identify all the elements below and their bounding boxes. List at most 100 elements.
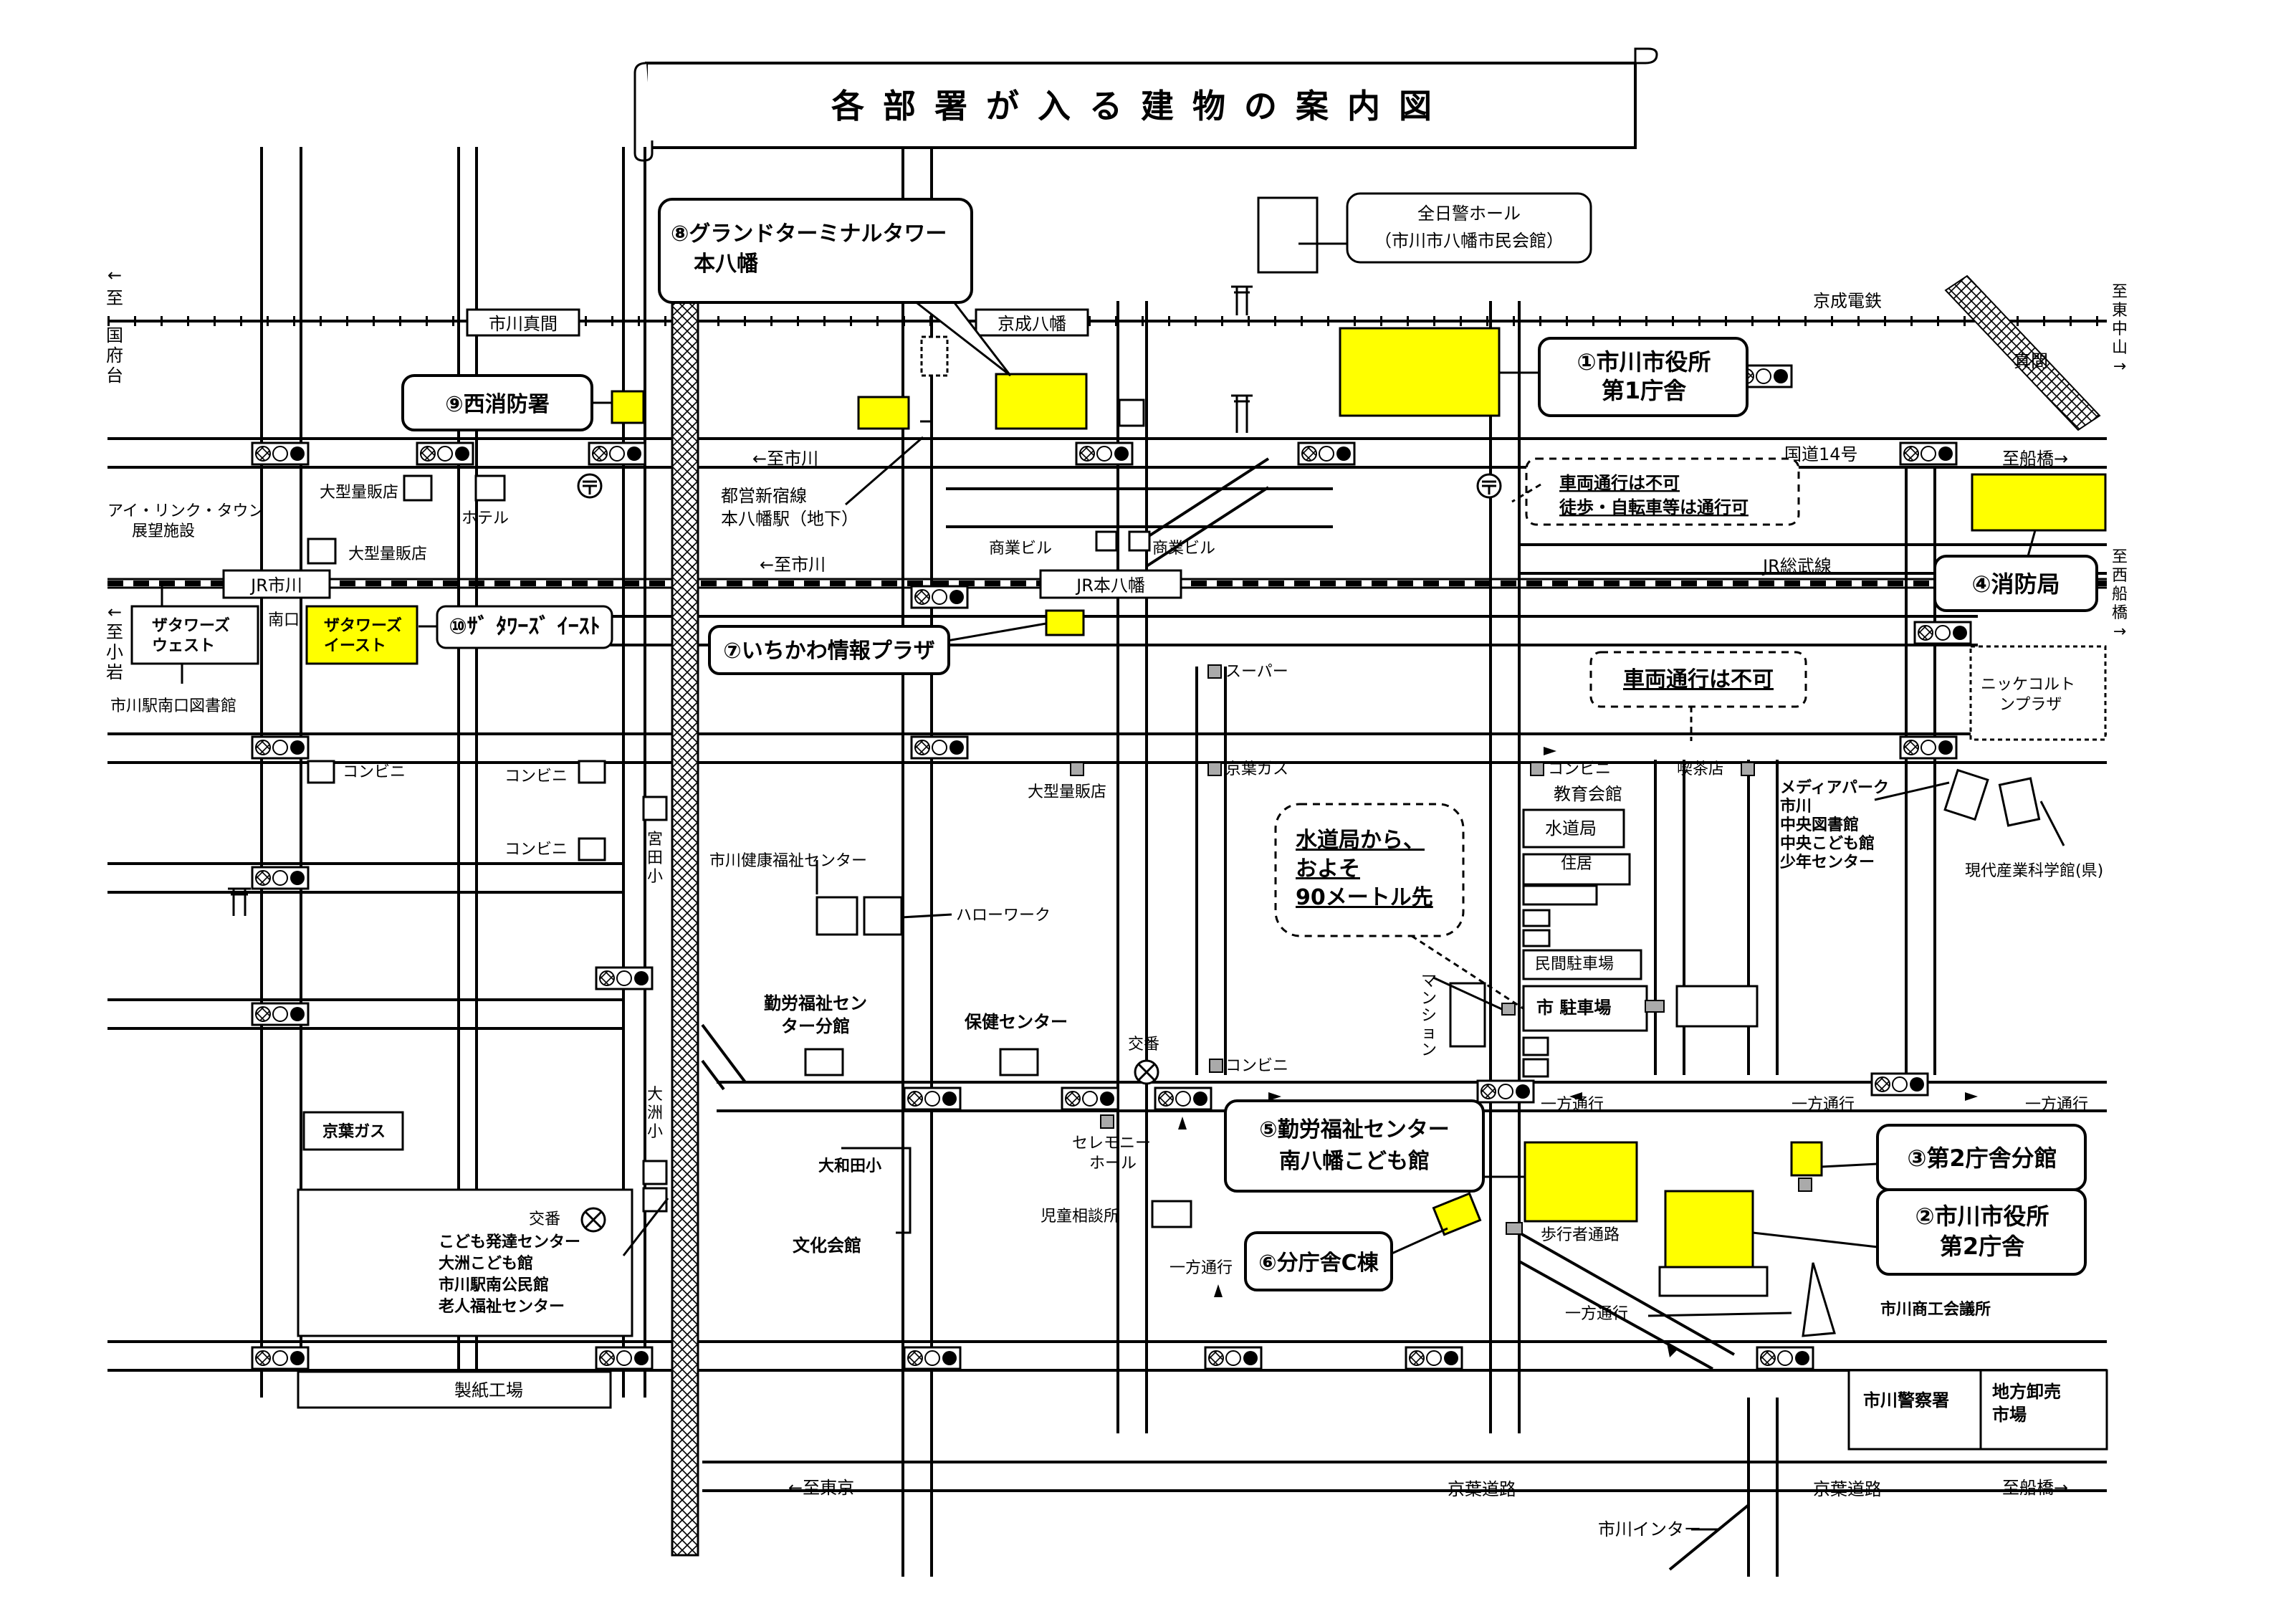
svg-text:京成八幡: 京成八幡 — [998, 314, 1066, 334]
svg-text:橋: 橋 — [2112, 604, 2128, 622]
building-west-fire[interactable] — [611, 390, 645, 424]
svg-text:ター分館: ター分館 — [781, 1016, 850, 1036]
svg-text:田: 田 — [647, 849, 663, 867]
building-hall-2-annex[interactable] — [1790, 1141, 1823, 1177]
svg-text:山: 山 — [2112, 339, 2128, 357]
svg-text:ン: ン — [1421, 1041, 1437, 1059]
label-nikke: ニッケコルト — [1981, 676, 2075, 694]
building-annex-c[interactable] — [1432, 1192, 1482, 1236]
label-keiyo-gas-1: 京葉ガス — [1225, 760, 1288, 778]
svg-text:少年センター: 少年センター — [1779, 853, 1875, 871]
callout-grand-terminal[interactable]: ⑧グランドターミナルタワー 本八幡 — [658, 198, 1012, 377]
label-oneway-2: 一方通行 — [1792, 1096, 1855, 1114]
callout-kinro-welfare[interactable]: ⑤勤労福祉センター 南八幡こども館 — [1224, 1099, 1525, 1193]
label-commercial-2: 商業ビル — [1152, 540, 1215, 558]
traffic-signals — [251, 364, 1972, 1370]
traffic-signal — [1204, 1346, 1263, 1370]
svg-text:ウェスト: ウェスト — [152, 637, 215, 655]
svg-text:③第2庁舎分館: ③第2庁舎分館 — [1907, 1145, 2057, 1172]
label-towers-west: ザタワーズ — [152, 616, 230, 635]
label-oneway-1: 一方通行 — [1541, 1096, 1604, 1114]
svg-text:小: 小 — [106, 642, 123, 662]
svg-text:JR本八幡: JR本八幡 — [1075, 575, 1145, 596]
label-kissaten: 喫茶店 — [1677, 760, 1724, 778]
traffic-signal — [251, 866, 310, 890]
traffic-signal — [251, 441, 310, 466]
shop-markers — [1070, 664, 1812, 1235]
building-grand-terminal-annex[interactable] — [857, 396, 910, 430]
callout-from-water-bureau[interactable]: 水道局から、 およそ 90メートル先 — [1274, 803, 1527, 1012]
traffic-signal — [910, 585, 969, 609]
label-walkway: 歩行者通路 — [1541, 1226, 1620, 1244]
svg-text:市川真間: 市川真間 — [489, 314, 558, 334]
callout-towers-east[interactable]: ⑩ｻﾞ ﾀﾜｰｽﾞ ｲｰｽﾄ — [418, 605, 613, 649]
label-shoko: 市川商工会議所 — [1880, 1300, 1991, 1319]
svg-text:中央こども館: 中央こども館 — [1780, 834, 1875, 853]
traffic-signal — [1154, 1086, 1212, 1111]
callout-city-hall-1[interactable]: ①市川市役所 第1庁舎 — [1499, 337, 1749, 417]
direction-higashi-nakayama: 至 東 中 山 → — [2112, 283, 2128, 376]
label-conv-3: コンビニ — [504, 841, 568, 859]
traffic-signal — [903, 1086, 962, 1111]
callout-info-plaza[interactable]: ⑦いちかわ情報プラザ — [708, 622, 1047, 675]
callout-fire-bureau[interactable]: ④消防局 — [1933, 530, 2098, 612]
traffic-signal — [1756, 1346, 1814, 1370]
svg-text:市川: 市川 — [1780, 797, 1812, 816]
svg-text:車両通行は不可: 車両通行は不可 — [1623, 667, 1774, 692]
station-jr-ichikawa[interactable]: JR市川 — [222, 569, 331, 599]
label-ichikawa-interchange: 市川インター — [1598, 1519, 1701, 1539]
building-info-plaza[interactable] — [1045, 609, 1085, 636]
traffic-signal — [1075, 441, 1134, 466]
svg-text:→: → — [2113, 358, 2126, 376]
svg-text:⑦いちかわ情報プラザ: ⑦いちかわ情報プラザ — [723, 639, 934, 664]
traffic-signal — [251, 1346, 310, 1370]
svg-text:市場: 市場 — [1992, 1405, 2027, 1425]
direction-koiwa: ← 至 小 岩 — [106, 602, 123, 682]
svg-text:④消防局: ④消防局 — [1971, 570, 2060, 598]
label-conv-5: コンビニ — [1548, 760, 1611, 778]
station-ichikawa-mama[interactable]: 市川真間 — [466, 308, 580, 337]
callout-annex-c[interactable]: ⑥分庁舎C棟 — [1244, 1227, 1448, 1291]
building-towers-east[interactable] — [305, 605, 418, 665]
building-city-hall-2[interactable] — [1664, 1190, 1754, 1269]
building-fire-bureau[interactable] — [1971, 473, 2107, 532]
label-keisei-electric: 京成電鉄 — [1813, 291, 1882, 311]
traffic-signal — [595, 1346, 654, 1370]
label-child-consult: 児童相談所 — [1041, 1208, 1119, 1226]
building-grand-terminal[interactable] — [995, 373, 1088, 430]
label-health-center: 保健センター — [964, 1012, 1068, 1032]
label-kodomo-dev: こども発達センター — [439, 1233, 580, 1251]
traffic-signal — [1899, 441, 1958, 466]
svg-text:ンプラザ: ンプラザ — [1999, 696, 2062, 714]
callout-hall-2-annex[interactable]: ③第2庁舎分館 — [1821, 1124, 2087, 1191]
traffic-signal — [588, 441, 646, 466]
svg-text:←: ← — [107, 265, 122, 285]
svg-text:全日警ホール: 全日警ホール — [1417, 204, 1521, 224]
label-conv-2: コンビニ — [504, 768, 568, 785]
svg-text:西: 西 — [2112, 567, 2128, 585]
building-kinro-welfare[interactable] — [1524, 1141, 1638, 1223]
svg-text:至: 至 — [2112, 283, 2128, 301]
station-keisei-yawata[interactable]: 京成八幡 — [975, 308, 1089, 337]
label-private-parking: 民間駐車場 — [1535, 955, 1614, 973]
station-jr-motoyawata[interactable]: JR本八幡 — [1039, 569, 1182, 599]
label-library: 市川駅南口図書館 — [110, 697, 236, 715]
svg-text:台: 台 — [106, 366, 123, 386]
traffic-signal — [1405, 1346, 1463, 1370]
callout-no-vehicle-2[interactable]: 車両通行は不可 — [1589, 651, 1807, 741]
traffic-signal — [251, 735, 310, 760]
callout-zennikkei-hall[interactable]: 全日警ホール （市川市八幡市民会館） — [1257, 192, 1592, 274]
svg-text:市川駅南公民館: 市川駅南公民館 — [439, 1276, 549, 1294]
callout-no-vehicle-1[interactable]: 車両通行は不可 徒歩・自転車等は通行可 — [1511, 457, 1800, 526]
label-minamiguchi: 南口 — [268, 611, 300, 629]
building-city-hall-1[interactable] — [1339, 327, 1501, 417]
label-ai-link-town: アイ・リンク・タウン — [107, 502, 264, 520]
callout-city-hall-2[interactable]: ②市川市役所 第2庁舎 — [1752, 1188, 2087, 1276]
direction-nishifunabashi: 至 西 船 橋 → — [2112, 548, 2128, 641]
label-jr-sobu: JR総武線 — [1761, 556, 1832, 576]
svg-text:①市川市役所: ①市川市役所 — [1577, 348, 1711, 376]
callout-west-fire[interactable]: ⑨西消防署 — [401, 374, 612, 431]
label-toei-shinjuku: 都営新宿線 — [721, 486, 807, 506]
label-market: 地方卸売 — [1992, 1382, 2061, 1402]
